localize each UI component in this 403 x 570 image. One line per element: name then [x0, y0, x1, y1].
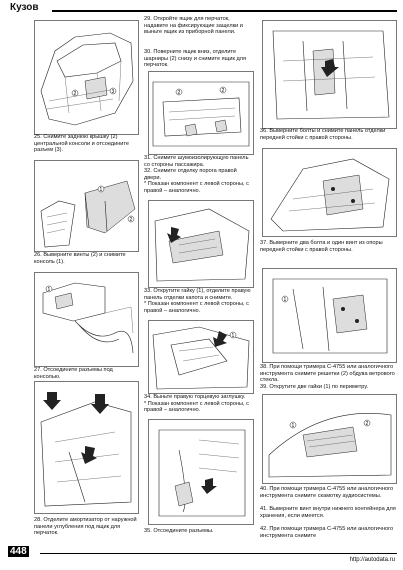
callout-2: 2 — [178, 90, 181, 96]
callout-2: 2 — [74, 91, 77, 97]
callout-1: 1 — [100, 187, 103, 193]
caption-32: 32. Снимите отделку порога правой двери.… — [144, 168, 249, 194]
callout-2: 2 — [130, 217, 133, 223]
figure-27: 1 — [34, 272, 139, 367]
callout-1: 1 — [48, 287, 51, 293]
figure-37: 1 — [262, 268, 397, 363]
figure-25: 2 3 — [34, 20, 139, 135]
footer-url[interactable]: http://autodata.ru — [349, 557, 395, 563]
callout-2: 2 — [366, 421, 369, 427]
figure-26: 1 2 — [34, 160, 139, 252]
header-rule — [52, 10, 397, 12]
caption-34: 34. Выньте правую торцевую заглушку. * П… — [144, 394, 249, 414]
figure-28 — [34, 381, 139, 514]
callout-1: 1 — [292, 423, 295, 429]
caption-31: 31. Снимите шумоизолирующую панель со ст… — [144, 155, 249, 168]
callout-1: 1 — [232, 333, 235, 339]
caption-42: 42. При помощи тримера C-4755 или аналог… — [260, 526, 394, 539]
caption-26: 26. Выверните винты (2) и снимите консол… — [34, 252, 126, 265]
page-number: 448 — [8, 546, 29, 557]
caption-36: 36. Выверните болты и снимите панель отд… — [260, 128, 386, 141]
callout-3: 3 — [112, 89, 115, 95]
figure-30: 2 2 — [148, 71, 254, 155]
caption-35: 35. Отсоедините разъемы. — [144, 528, 214, 534]
figure-33: 1 — [148, 320, 254, 394]
caption-25: 25. Снимите заднюю крышку (2) центрально… — [34, 134, 130, 154]
footer-rule — [40, 553, 397, 554]
figure-36b — [262, 148, 397, 237]
caption-29: 29. Откройте ящик для перчаток, надавите… — [144, 16, 243, 36]
caption-37: 37. Выверните два болта и один винт из о… — [260, 240, 383, 253]
caption-39: 39. Открутите две гайки (1) по периметру… — [260, 384, 369, 390]
callout-1: 1 — [284, 297, 287, 303]
section-title: Кузов — [10, 2, 39, 13]
caption-27: 27. Отсоедините разъемы под консолью. — [34, 367, 113, 380]
caption-38: 38. При помощи тримера C-4755 или аналог… — [260, 364, 395, 384]
caption-28: 28. Отделите амортизатор от наружной пан… — [34, 517, 137, 537]
figure-36 — [262, 20, 397, 129]
caption-33: 33. Открутите гайку (1), отделите правую… — [144, 288, 251, 314]
caption-41: 41. Выверните винт внутри нижнего контей… — [260, 506, 396, 519]
figure-25-drawing: 2 3 — [40, 32, 134, 126]
caption-30: 30. Поверните ящик вниз, отделите шарнир… — [144, 49, 247, 69]
figure-34 — [148, 419, 254, 525]
figure-32 — [148, 200, 254, 288]
caption-40: 40. При помощи тримера C-4755 или аналог… — [260, 486, 394, 499]
figure-38: 1 2 — [262, 394, 397, 484]
callout-2: 2 — [222, 88, 225, 94]
